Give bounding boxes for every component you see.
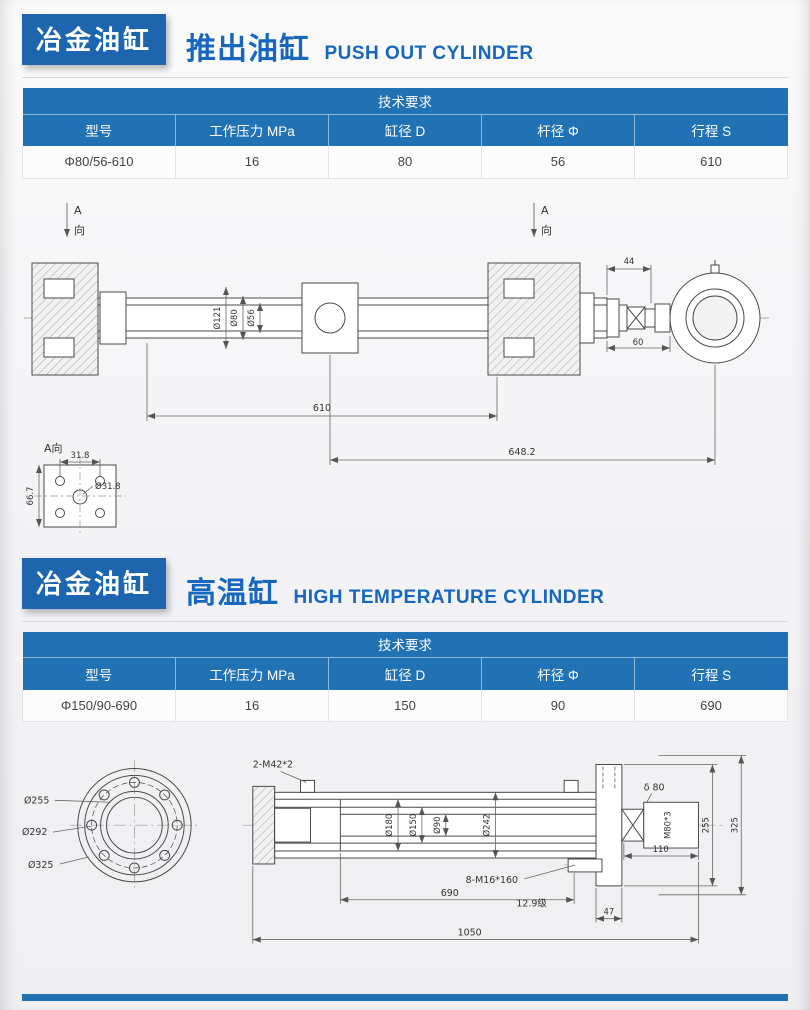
dia-242-label: Ø242: [482, 814, 492, 837]
a-view-dims: [36, 458, 101, 527]
dim-690-label: 690: [441, 888, 459, 899]
col-header-model: 型号: [22, 113, 176, 146]
high-temperature-cylinder-drawing: Ø255 Ø292 Ø325: [22, 755, 747, 944]
view-direction-arrows: [64, 202, 537, 237]
section-title-en: PUSH OUT CYLINDER: [324, 43, 534, 64]
col-header-pressure: 工作压力 MPa: [175, 113, 329, 146]
section-header: 冶金油缸 推出油缸 PUSH OUT CYLINDER: [22, 14, 788, 65]
view-a-char-left: 向: [74, 223, 85, 237]
dim-66-7-label: 66.7: [26, 486, 36, 505]
dia-56-label: Ø56: [246, 309, 257, 327]
table-caption: 技术要求: [22, 631, 788, 658]
push-out-cylinder-drawing: A 向 A 向: [24, 202, 770, 536]
ports-label: 2-M42*2: [253, 759, 293, 770]
view-a-letter-right: A: [541, 204, 549, 217]
cell-bore: 150: [328, 689, 482, 722]
section-header: 冶金油缸 高温缸 HIGH TEMPERATURE CYLINDER: [22, 557, 788, 610]
view-a-letter-left: A: [74, 204, 82, 217]
dimension-lines: [146, 264, 716, 465]
dia-150-label: Ø150: [408, 814, 418, 837]
dia-255-label: Ø255: [24, 795, 49, 806]
a-view-centerlines: [34, 455, 126, 536]
cell-pressure: 16: [175, 689, 329, 722]
delta-80-label: δ 80: [644, 782, 665, 793]
col-header-pressure: 工作压力 MPa: [175, 657, 329, 690]
divider: [22, 77, 788, 78]
dim-110-label: 110: [653, 844, 669, 854]
cell-bore: 80: [328, 146, 482, 179]
dia-90-label: Ø90: [432, 816, 442, 833]
dim-648-label: 648.2: [508, 447, 535, 458]
cell-rod: 90: [481, 689, 635, 722]
section-titles: 高温缸 HIGH TEMPERATURE CYLINDER: [186, 576, 605, 610]
dia-292-label: Ø292: [22, 827, 47, 838]
section-high-temperature-cylinder: 冶金油缸 高温缸 HIGH TEMPERATURE CYLINDER 技术要求 …: [22, 557, 788, 963]
cylinder-body-geometry: [31, 259, 761, 375]
cell-pressure: 16: [175, 146, 329, 179]
col-header-bore: 缸径 D: [328, 657, 482, 690]
section-title-cn: 高温缸: [186, 576, 280, 610]
cell-rod: 56: [481, 146, 635, 179]
footer-bar: [22, 994, 788, 1001]
dim-44-label: 44: [624, 257, 635, 267]
spec-row: Φ150/90-690 16 150 90 690: [22, 689, 788, 722]
dim-1050-label: 1050: [458, 928, 482, 939]
dim-60-label: 60: [633, 338, 644, 348]
flange-end-view: [77, 767, 192, 883]
col-header-rod: 杆径 Φ: [481, 113, 635, 146]
dim-325-label: 325: [729, 817, 739, 833]
drawing-container-2: Ø255 Ø292 Ø325: [22, 752, 788, 962]
drawing-container-1: A 向 A 向: [22, 195, 788, 540]
bolt-grade-label: 12.9级: [516, 898, 547, 910]
thread-m80-label: M80*3: [663, 811, 673, 839]
col-header-rod: 杆径 Φ: [481, 657, 635, 690]
cell-stroke: 690: [634, 689, 788, 722]
section-dimension-lines: [252, 755, 747, 944]
section-push-out-cylinder: 冶金油缸 推出油缸 PUSH OUT CYLINDER 技术要求 型号 工作压力…: [22, 14, 788, 540]
category-badge: 冶金油缸: [22, 557, 167, 609]
spec-table-push-out: 技术要求 型号 工作压力 MPa 缸径 D 杆径 Φ 行程 S Φ80/56-6…: [22, 88, 788, 179]
table-caption: 技术要求: [22, 88, 788, 114]
page-content: 冶金油缸 推出油缸 PUSH OUT CYLINDER 技术要求 型号 工作压力…: [22, 14, 788, 963]
spec-row: Φ80/56-610 16 80 56 610: [22, 146, 788, 179]
dim-610-label: 610: [313, 403, 331, 414]
view-a-char-right: 向: [541, 223, 552, 237]
dim-255-label: 255: [700, 817, 710, 833]
spec-table-high-temp: 技术要求 型号 工作压力 MPa 缸径 D 杆径 Φ 行程 S Φ150/90-…: [22, 631, 788, 722]
dim-31-8-label: 31.8: [71, 451, 90, 461]
col-header-model: 型号: [22, 657, 176, 690]
col-header-stroke: 行程 S: [634, 657, 788, 690]
cell-model: Φ150/90-690: [22, 689, 176, 722]
dia-325-label: Ø325: [28, 860, 53, 871]
a-view-title: A向: [44, 441, 63, 455]
flange-leader-lines: [52, 799, 111, 865]
section-titles: 推出油缸 PUSH OUT CYLINDER: [186, 35, 534, 65]
cell-stroke: 610: [634, 146, 788, 179]
dia-80-label: Ø80: [229, 309, 240, 327]
dia-180-label: Ø180: [384, 814, 394, 837]
dia-31-8-label: Ø31.8: [95, 481, 121, 492]
divider: [22, 620, 788, 622]
col-header-bore: 缸径 D: [328, 113, 482, 146]
dim-47-label: 47: [604, 907, 615, 917]
cell-model: Φ80/56-610: [22, 146, 176, 179]
dia-121-label: Ø121: [212, 306, 223, 329]
col-header-stroke: 行程 S: [634, 113, 788, 146]
section-view-geometry: [252, 763, 699, 887]
section-title-en: HIGH TEMPERATURE CYLINDER: [293, 586, 605, 608]
category-badge: 冶金油缸: [22, 14, 167, 65]
bolts-label: 8-M16*160: [466, 875, 518, 886]
section-title-cn: 推出油缸: [186, 33, 311, 66]
